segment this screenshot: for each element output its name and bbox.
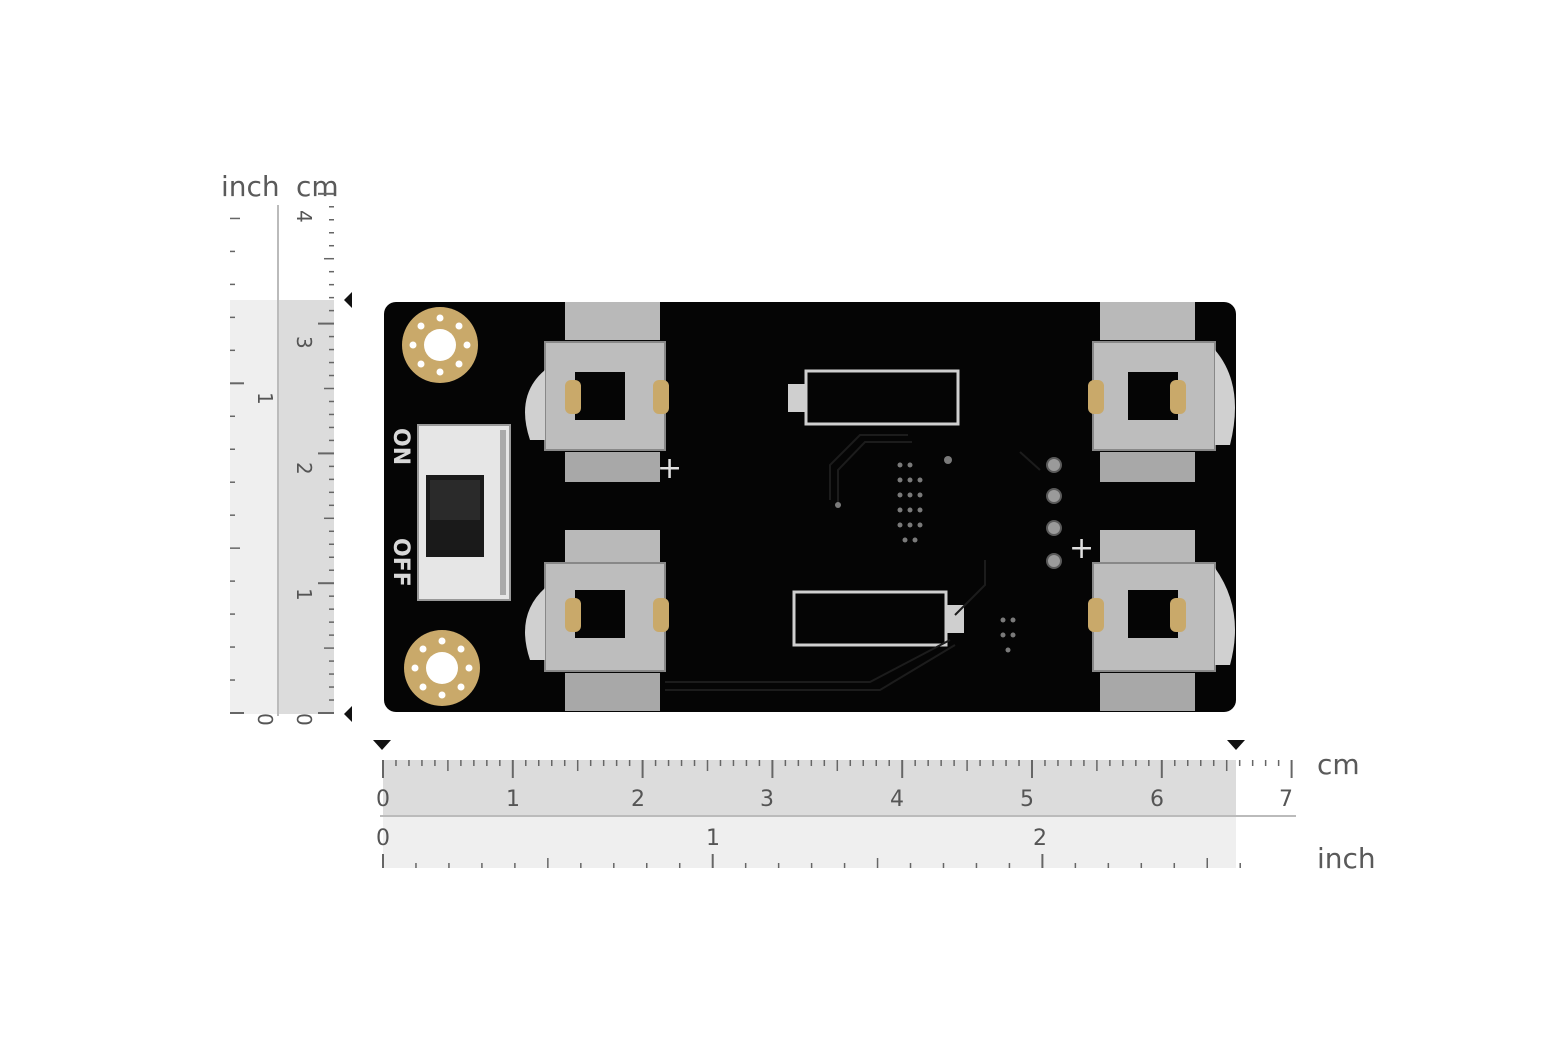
vertical-cm-tick-2: 2 [292,462,316,475]
horizontal-cm-band [383,760,1236,816]
horizontal-right-marker [1227,740,1245,750]
horizontal-inch-band [383,816,1236,868]
horizontal-inch-unit-label: inch [1317,842,1376,875]
polarity-plus-left: + [657,451,682,486]
mounting-hole-top [402,307,478,383]
horizontal-cm-tick-1: 1 [506,787,520,812]
battery-clip-top-right [1088,302,1235,482]
horizontal-inch-tick-0: 0 [376,826,390,851]
vertical-cm-tick-3: 3 [292,336,316,349]
horizontal-cm-unit-label: cm [1317,748,1360,781]
polarity-plus-right: + [1069,531,1094,566]
horizontal-cm-tick-2: 2 [631,787,645,812]
vertical-ruler-ticks [230,192,334,714]
switch-on-label: ON [388,428,413,465]
horizontal-ruler-ticks [382,760,1293,868]
vertical-inch-band [230,300,278,714]
battery-clip-top-left [525,302,669,482]
vertical-cm-unit-label: cm [296,170,339,203]
battery-holder-board: ON OFF [384,302,1236,712]
horizontal-cm-tick-0: 0 [376,787,390,812]
vertical-inch-unit-label: inch [221,170,280,203]
vertical-cm-tick-0: 0 [292,713,316,726]
battery-silkscreen-top [788,369,960,426]
vertical-bottom-marker [344,706,352,722]
horizontal-inch-tick-2: 2 [1033,826,1047,851]
horizontal-cm-tick-6: 6 [1150,787,1164,812]
vertical-inch-tick-1: 1 [253,392,277,405]
vertical-top-marker [344,292,352,308]
horizontal-ruler: 0 1 2 3 4 5 6 7 0 1 2 [373,740,1296,868]
pcb-traces [665,434,1041,691]
horizontal-cm-tick-5: 5 [1020,787,1034,812]
vertical-cm-tick-1: 1 [292,588,316,601]
battery-silkscreen-bottom [792,590,964,647]
horizontal-cm-tick-7: 7 [1279,787,1293,812]
horizontal-left-marker [373,740,391,750]
vertical-cm-tick-4: 4 [292,210,316,223]
pcb-vias [835,456,1016,653]
horizontal-inch-tick-1: 1 [706,826,720,851]
vertical-ruler: 0 1 2 3 4 0 1 [230,192,352,726]
vertical-cm-band [278,300,334,714]
horizontal-cm-tick-3: 3 [760,787,774,812]
mounting-hole-bottom [404,630,480,706]
switch-off-label: OFF [388,538,413,587]
vertical-inch-tick-0: 0 [253,713,277,726]
horizontal-cm-tick-4: 4 [890,787,904,812]
slide-switch [417,424,511,601]
pin-header-pads [1046,457,1062,569]
battery-clip-bottom-left [525,530,669,711]
battery-clip-bottom-right [1088,530,1235,711]
